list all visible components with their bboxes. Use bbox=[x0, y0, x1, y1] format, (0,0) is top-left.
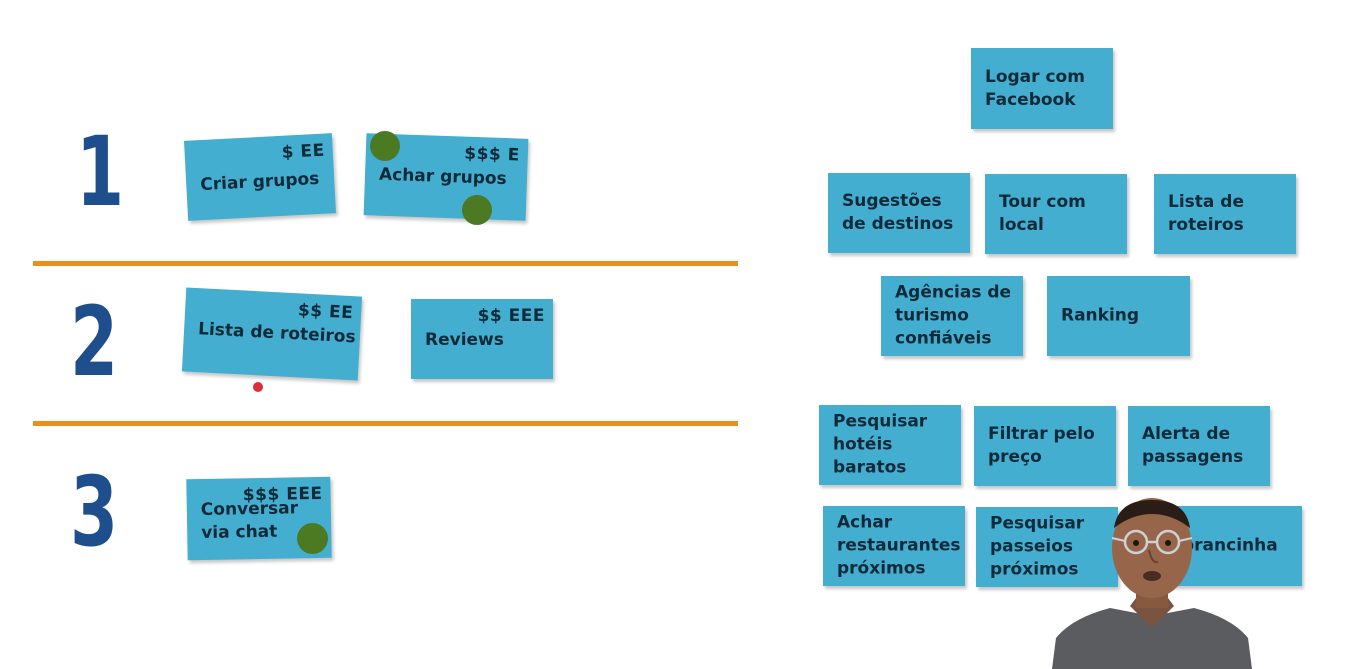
sticky-note-tour-com-local[interactable]: Tour com local bbox=[985, 174, 1127, 254]
sticky-note-agencias-de-turismo[interactable]: Agências de turismo confiáveis bbox=[881, 276, 1023, 356]
note-price: $$$ E bbox=[463, 143, 521, 166]
note-price: $$ EEE bbox=[477, 306, 545, 326]
note-title: Agências de turismo confiáveis bbox=[895, 282, 1012, 349]
note-title: Tour com local bbox=[999, 192, 1086, 235]
priority-number-1: 1 bbox=[76, 116, 125, 228]
priority-divider-1 bbox=[33, 261, 738, 266]
sticky-note-sugestoes-de-destinos[interactable]: Sugestões de destinos bbox=[828, 173, 970, 253]
vote-dot bbox=[297, 523, 328, 554]
note-title: Achar grupos bbox=[378, 164, 508, 190]
sticky-note-ranking[interactable]: Ranking bbox=[1047, 276, 1190, 356]
note-title: Pesquisar hotéis baratos bbox=[833, 411, 928, 478]
note-title: Logar com Facebook bbox=[985, 66, 1085, 110]
note-title: Sugestões de destinos bbox=[842, 191, 954, 234]
presenter-webcam-overlay bbox=[1052, 496, 1252, 669]
sticky-note-lista-de-roteiros[interactable]: $$ EE Lista de roteiros bbox=[181, 287, 363, 381]
sticky-note-pesquisar-hoteis-baratos[interactable]: Pesquisar hotéis baratos bbox=[819, 405, 961, 485]
sticky-note-logar-com-facebook[interactable]: Logar com Facebook bbox=[971, 48, 1113, 129]
note-title: Reviews bbox=[425, 330, 504, 350]
vote-dot bbox=[462, 195, 492, 225]
sticky-note-alerta-de-passagens[interactable]: Alerta de passagens bbox=[1128, 406, 1270, 486]
sticky-note-lista-de-roteiros-right[interactable]: Lista de roteiros bbox=[1154, 174, 1296, 254]
note-title: Achar restaurantes próximos bbox=[837, 512, 961, 579]
note-title: Criar grupos bbox=[199, 168, 320, 196]
note-price: $ EE bbox=[281, 140, 326, 163]
sticky-note-criar-grupos[interactable]: $ EE Criar grupos bbox=[184, 133, 336, 221]
note-title: Pesquisar passeios próximos bbox=[990, 513, 1085, 580]
sticky-note-pesquisar-passeios[interactable]: Pesquisar passeios próximos bbox=[976, 507, 1118, 587]
note-price: $$ EE bbox=[297, 300, 354, 324]
note-title: Alerta de passagens bbox=[1142, 424, 1244, 467]
priority-number-3: 3 bbox=[70, 456, 119, 568]
sticky-note-filtrar-pelo-preco[interactable]: Filtrar pelo preço bbox=[974, 406, 1116, 486]
priority-number-2: 2 bbox=[70, 286, 119, 398]
note-title: Conversar via chat bbox=[200, 498, 299, 544]
priority-divider-2 bbox=[33, 421, 738, 426]
note-title: Ranking bbox=[1061, 305, 1140, 326]
sticky-note-achar-restaurantes[interactable]: Achar restaurantes próximos bbox=[823, 506, 965, 586]
note-title: brancinha bbox=[1182, 535, 1278, 556]
note-title: Lista de roteiros bbox=[1168, 192, 1244, 235]
sticky-note-reviews[interactable]: $$ EEE Reviews bbox=[411, 299, 553, 379]
red-dot-marker bbox=[253, 382, 263, 392]
note-title: Filtrar pelo preço bbox=[988, 424, 1095, 467]
presenter-figure bbox=[1052, 498, 1252, 669]
vote-dot bbox=[370, 131, 400, 161]
